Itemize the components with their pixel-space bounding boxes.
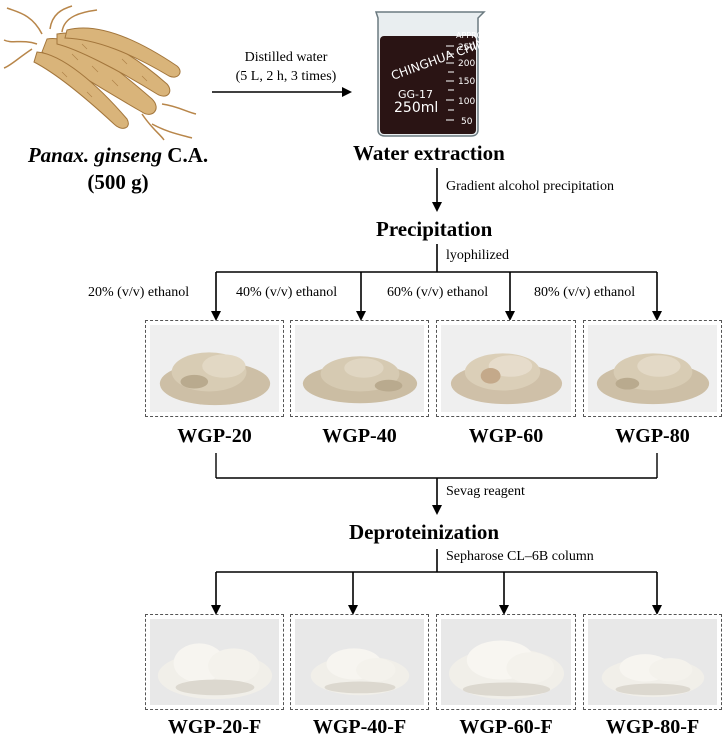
beaker-mark-50: 50 xyxy=(461,117,473,127)
wgp-60-photo xyxy=(436,320,576,417)
wgp-20-label: WGP-20 xyxy=(177,425,252,447)
source-name: Panax. ginseng C.A. xyxy=(27,143,209,168)
beaker-mark-250: 250 xyxy=(458,43,475,53)
beaker-mark-150: 150 xyxy=(458,77,475,87)
water-extraction-label: Water extraction xyxy=(353,141,505,165)
wgp-40-label: WGP-40 xyxy=(322,425,397,447)
wgp-60-label: WGP-60 xyxy=(468,425,544,447)
beaker-volume: 250ml xyxy=(394,100,438,116)
wgp-20-photo xyxy=(145,320,284,417)
wgp-40-f-label: WGP-40-F xyxy=(312,716,407,738)
wgp-40-photo xyxy=(290,320,429,417)
wgp-80-photo xyxy=(583,320,722,417)
sevag-label: Sevag reagent xyxy=(446,484,525,499)
beaker-approx: APPROX xyxy=(456,31,488,40)
wgp-60-f-label: WGP-60-F xyxy=(459,716,553,738)
precipitation-label: Precipitation xyxy=(376,217,493,241)
wgp-40-f-photo xyxy=(290,614,429,710)
ethanol-80-label: 80% (v/v) ethanol xyxy=(534,285,636,300)
column-label: Sepharose CL–6B column xyxy=(446,549,594,564)
beaker-mark-100: 100 xyxy=(458,97,475,107)
wgp-80-f-label: WGP-80-F xyxy=(605,716,700,738)
distilled-water-label: Distilled water xyxy=(244,50,328,65)
wgp-20-f-label: WGP-20-F xyxy=(167,716,262,738)
beaker-image: CHINGHUA CHINA GG-17 250ml APPROX 250 20… xyxy=(374,11,492,137)
wgp-60-f-photo xyxy=(436,614,576,710)
lyophilized-label: lyophilized xyxy=(446,248,509,263)
beaker-model: GG-17 xyxy=(398,88,433,101)
source-amount: (500 g) xyxy=(87,170,149,194)
wgp-20-f-photo xyxy=(145,614,284,710)
wgp-80-label: WGP-80 xyxy=(615,425,690,447)
gradient-precipitation-label: Gradient alcohol precipitation xyxy=(446,179,614,194)
beaker-mark-200: 200 xyxy=(458,59,475,69)
deproteinization-label: Deproteinization xyxy=(349,520,500,544)
wgp-80-f-photo xyxy=(583,614,722,710)
ethanol-60-label: 60% (v/v) ethanol xyxy=(387,285,489,300)
extraction-conditions-label: (5 L, 2 h, 3 times) xyxy=(235,69,337,84)
source-name-suffix: C.A. xyxy=(162,143,209,167)
ethanol-20-label: 20% (v/v) ethanol xyxy=(88,285,190,300)
source-name-italic: Panax. ginseng xyxy=(27,143,163,167)
ethanol-40-label: 40% (v/v) ethanol xyxy=(236,285,338,300)
ginseng-root-image xyxy=(3,5,197,141)
